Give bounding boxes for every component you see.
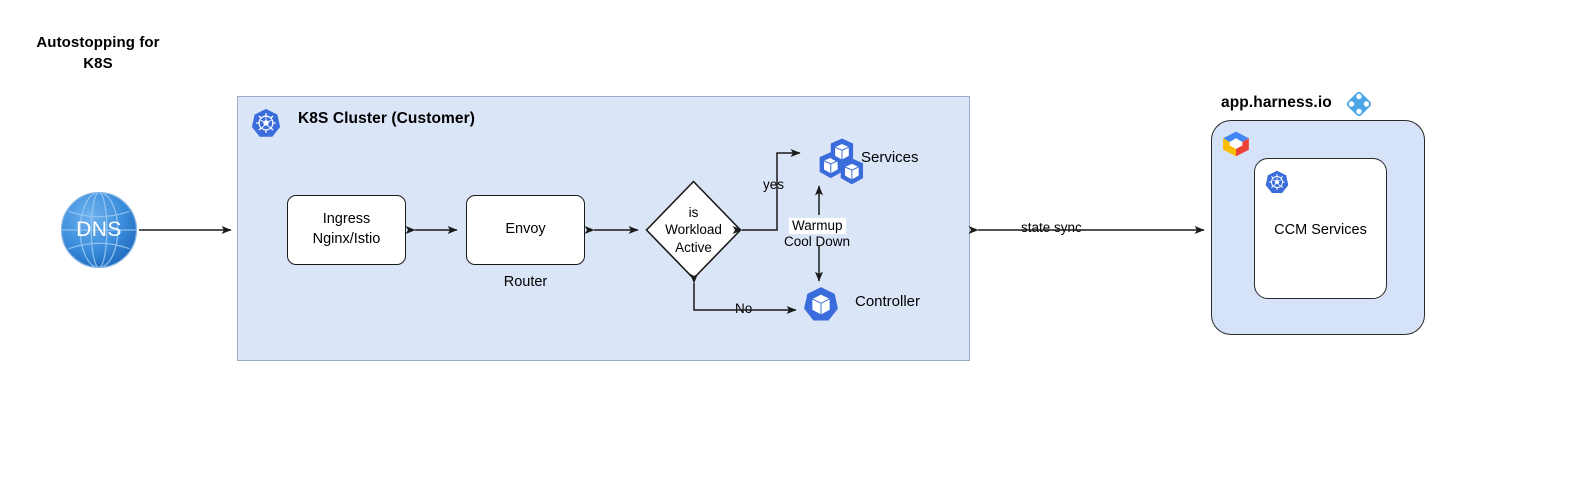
harness-title: app.harness.io bbox=[1221, 94, 1332, 111]
page-title-line2: K8S bbox=[83, 55, 113, 73]
k8s-pod-icon bbox=[803, 286, 839, 322]
controller-label: Controller bbox=[855, 293, 921, 310]
envoy-label: Envoy bbox=[505, 221, 546, 238]
dns-label: DNS bbox=[76, 218, 122, 241]
decision-line3: Active bbox=[675, 239, 712, 255]
workload-active-decision[interactable]: is Workload Active bbox=[645, 180, 742, 280]
kubernetes-icon bbox=[251, 108, 281, 138]
envoy-node[interactable]: Envoy bbox=[466, 195, 585, 265]
no-edge-label: No bbox=[733, 301, 755, 316]
globe-icon bbox=[60, 191, 138, 269]
ccm-services-label: CCM Services bbox=[1274, 222, 1367, 238]
harness-diamond-icon bbox=[1344, 89, 1374, 119]
state-sync-label: state sync bbox=[1018, 220, 1085, 235]
yes-edge-label: yes bbox=[761, 177, 787, 192]
kubernetes-icon bbox=[1265, 170, 1289, 194]
dns-node[interactable]: DNS bbox=[60, 191, 138, 269]
ingress-node[interactable]: Ingress Nginx/Istio bbox=[287, 195, 406, 265]
decision-label: is Workload Active bbox=[645, 180, 742, 280]
router-label: Router bbox=[503, 274, 548, 290]
cluster-title: K8S Cluster (Customer) bbox=[298, 110, 476, 127]
services-label: Services bbox=[861, 149, 919, 166]
warmup-label: Warmup bbox=[789, 218, 846, 234]
decision-line2: Workload bbox=[665, 222, 722, 238]
ingress-label-line2: Nginx/Istio bbox=[312, 231, 381, 247]
decision-line1: is bbox=[688, 205, 699, 221]
page-title: Autostopping for K8S bbox=[30, 32, 166, 75]
ingress-label-line1: Ingress bbox=[322, 211, 371, 228]
cooldown-label: Cool Down bbox=[784, 234, 851, 249]
k8s-pods-icon bbox=[806, 136, 868, 198]
gcp-hexagon-icon bbox=[1222, 131, 1250, 157]
page-title-line1: Autostopping for bbox=[36, 34, 160, 51]
